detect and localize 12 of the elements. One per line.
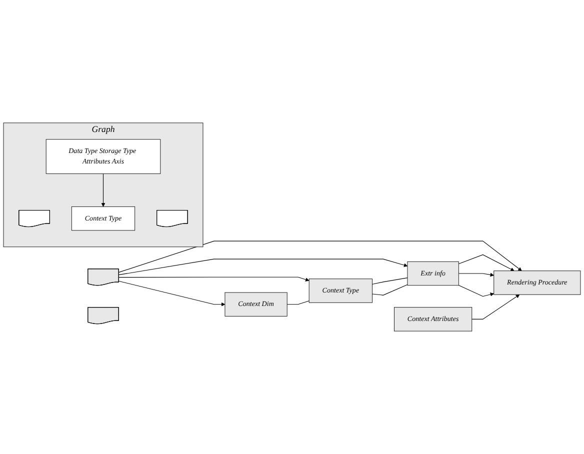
arrow: [118, 258, 408, 276]
arrow: [101, 173, 106, 207]
arrow: [458, 272, 494, 277]
arrow: [118, 276, 310, 282]
connector: [286, 300, 310, 305]
connector: [372, 278, 408, 285]
arrow: [458, 284, 494, 297]
connector: [372, 284, 408, 296]
arrow: [118, 240, 522, 273]
arrow: [472, 294, 520, 320]
arrow: [118, 280, 226, 306]
arrow: [458, 254, 514, 272]
